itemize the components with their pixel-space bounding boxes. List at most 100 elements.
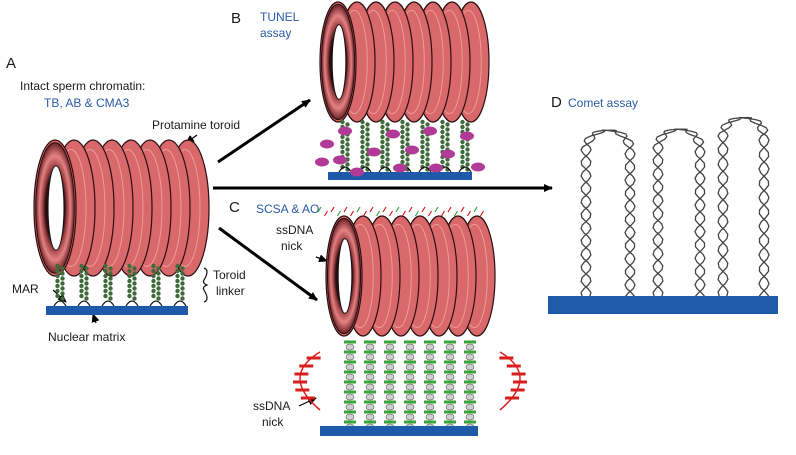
dna-helix-segment: [365, 373, 375, 381]
ao-fringe: [369, 206, 374, 213]
pointer-arrow: [315, 254, 328, 263]
linker-bead: [108, 296, 113, 301]
tunel-label-dot: [429, 163, 443, 173]
linker-bead: [465, 127, 470, 132]
dna-helix-segment: [405, 413, 415, 421]
linker-bead: [156, 281, 161, 286]
linker-bead: [103, 278, 108, 284]
linker-bead: [175, 273, 180, 279]
linker-bead: [380, 134, 385, 140]
dna-helix-segment: [385, 403, 395, 411]
dna-helix-segment: [345, 353, 355, 361]
linker-bead: [405, 137, 410, 142]
tunel-label-dot: [405, 145, 419, 155]
ao-fringe: [343, 206, 348, 213]
ao-fringe: [336, 210, 342, 217]
tunel-label-dot: [333, 155, 347, 165]
linker-bead: [127, 278, 132, 284]
ao-fringe: [330, 206, 335, 213]
linker-bead: [55, 293, 60, 299]
ao-fringe: [395, 206, 400, 213]
linker-bead: [380, 149, 385, 155]
linker-bead: [55, 263, 60, 269]
ao-fringe: [473, 206, 478, 213]
linker-bead: [400, 144, 405, 150]
linker-bead: [55, 273, 60, 279]
linker-bead: [151, 273, 156, 279]
linker-bead: [445, 127, 450, 132]
dna-helix-segment: [385, 383, 395, 391]
tunel-label-dot: [315, 157, 329, 167]
linker-bead: [132, 271, 137, 276]
linker-bead: [79, 273, 84, 279]
protamine-toroid-label: Protamine toroid: [152, 118, 241, 132]
linker-bead: [380, 144, 385, 150]
linker-bead: [84, 271, 89, 276]
linker-bead: [108, 286, 113, 291]
linker-bead: [360, 154, 365, 160]
linker-bead: [425, 162, 430, 167]
linker-bead: [385, 147, 390, 152]
linker-bead: [180, 281, 185, 286]
linker-bead: [60, 281, 65, 286]
linker-bead: [385, 152, 390, 157]
linker-bead: [440, 139, 445, 145]
linker-bead: [360, 134, 365, 140]
linker-bead: [420, 159, 425, 165]
dna-helix-segment: [385, 343, 395, 351]
linker-bead: [79, 268, 84, 274]
linker-bead: [84, 296, 89, 301]
panel-c-letter: C: [229, 199, 240, 216]
linker-bead: [151, 288, 156, 294]
linker-bead: [103, 293, 108, 299]
linker-bead: [127, 283, 132, 289]
dna-helix-segment: [345, 403, 355, 411]
linker-bead: [400, 139, 405, 145]
dna-helix-segment: [405, 403, 415, 411]
linker-bead: [465, 122, 470, 127]
linker-bead: [405, 157, 410, 162]
nuclear-matrix-bar: [548, 296, 778, 314]
linker-bead: [345, 162, 350, 167]
nuclear-matrix-bar: [320, 426, 478, 436]
nuclear-matrix-bar: [46, 306, 188, 315]
linker-bead: [127, 268, 132, 274]
linker-bead: [460, 144, 465, 150]
ao-fringe: [356, 206, 361, 213]
dna-helix-segment: [385, 413, 395, 421]
ao-fringe: [362, 210, 368, 217]
linker-bead: [385, 122, 390, 127]
linker-bead: [420, 134, 425, 140]
linker-bead: [60, 266, 65, 271]
ssdna-nick-bottom-line2: nick: [262, 415, 284, 429]
dna-helix-segment: [465, 393, 475, 401]
tunel-label-dot: [460, 131, 474, 141]
linker-bead: [84, 266, 89, 271]
dna-helix-segment: [365, 343, 375, 351]
ao-fringe: [466, 210, 472, 217]
linker-bead: [425, 142, 430, 147]
linker-bead: [127, 273, 132, 279]
linker-label: linker: [216, 284, 245, 298]
linker-bead: [360, 159, 365, 165]
dna-helix-segment: [385, 393, 395, 401]
linker-bead: [400, 154, 405, 160]
linker-bead: [365, 162, 370, 167]
linker-bead: [460, 119, 465, 125]
linker-bead: [425, 147, 430, 152]
linker-bead: [380, 139, 385, 145]
ao-fringe: [408, 206, 413, 213]
nuclear-matrix-label: Nuclear matrix: [48, 330, 126, 344]
dna-helix-segment: [405, 363, 415, 371]
dna-helix-segment: [365, 393, 375, 401]
dna-helix-segment: [345, 343, 355, 351]
tunel-label-dot: [471, 162, 485, 172]
linker-bead: [420, 139, 425, 145]
toroid-label: Toroid: [213, 268, 246, 282]
dna-strand: [717, 116, 770, 301]
panel-a-letter: A: [6, 55, 17, 72]
linker-bead: [425, 152, 430, 157]
ao-fringe: [323, 210, 329, 217]
dna-helix-segment: [425, 393, 435, 401]
